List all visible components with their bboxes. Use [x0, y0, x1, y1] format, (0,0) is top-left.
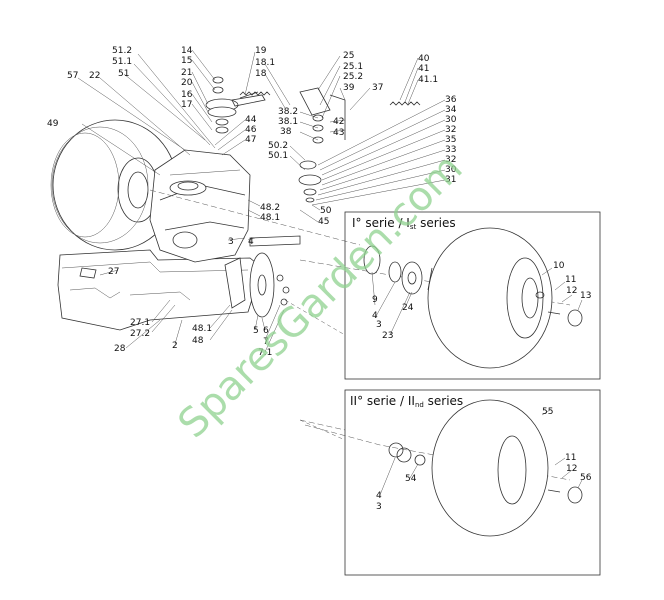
label-48-1a: 48.1	[260, 213, 280, 223]
label-12a: 12	[566, 286, 577, 296]
label-7-1: 7.1	[258, 348, 272, 358]
label-43: 43	[333, 128, 344, 138]
label-42: 42	[333, 117, 344, 127]
label-10: 10	[553, 261, 565, 271]
label-25: 25	[343, 51, 354, 61]
label-48-1b: 48.1	[192, 324, 212, 334]
label-14: 14	[181, 46, 193, 56]
label-46: 46	[245, 125, 257, 135]
label-41: 41	[418, 64, 429, 74]
leader-lines	[77, 49, 446, 353]
label-27-2: 27.2	[130, 329, 150, 339]
label-50: 50	[320, 206, 332, 216]
rear-frame	[57, 249, 263, 331]
label-23: 23	[382, 331, 393, 341]
label-35: 35	[445, 135, 456, 145]
label-22: 22	[89, 71, 100, 81]
label-39: 39	[343, 83, 355, 93]
label-51-2: 51.2	[112, 46, 132, 56]
label-3c: 3	[376, 502, 382, 512]
label-18: 18	[255, 69, 267, 79]
series-one-box	[344, 211, 601, 380]
label-2: 2	[172, 341, 178, 351]
label-13: 13	[580, 291, 591, 301]
label-27-1: 27.1	[130, 318, 150, 328]
transaxle	[149, 149, 301, 263]
label-28: 28	[114, 344, 126, 354]
label-3a: 3	[228, 237, 234, 247]
brake-disc	[224, 252, 290, 318]
label-48-2: 48.2	[260, 203, 280, 213]
label-24: 24	[402, 303, 414, 313]
label-21: 21	[181, 68, 192, 78]
label-17: 17	[181, 100, 192, 110]
label-9: 9	[372, 295, 378, 305]
label-37: 37	[372, 83, 383, 93]
label-4c: 4	[376, 491, 382, 501]
label-50-1: 50.1	[268, 151, 288, 161]
label-47: 47	[245, 135, 256, 145]
label-15: 15	[181, 56, 192, 66]
label-51-1: 51.1	[112, 57, 132, 67]
connector-one	[284, 299, 346, 336]
label-45: 45	[318, 217, 329, 227]
label-56: 56	[580, 473, 592, 483]
label-41-1: 41.1	[418, 75, 438, 85]
connector-two	[299, 419, 346, 441]
label-33: 33	[445, 145, 456, 155]
label-57: 57	[67, 71, 78, 81]
series-two-box	[344, 389, 601, 576]
label-36: 36	[445, 95, 457, 105]
label-4a: 4	[248, 237, 254, 247]
label-20: 20	[181, 78, 193, 88]
label-51: 51	[118, 69, 129, 79]
label-27: 27	[108, 267, 119, 277]
series-two-title: II° serie / IInd series	[350, 394, 463, 409]
label-19: 19	[255, 46, 267, 56]
label-31: 31	[445, 175, 456, 185]
label-16: 16	[181, 90, 193, 100]
label-55: 55	[542, 407, 553, 417]
springs	[239, 91, 421, 106]
label-30a: 30	[445, 115, 457, 125]
series-one-title: I° serie / Ist series	[352, 216, 456, 231]
part-labels: 14 15 21 20 16 17 19 18.1 18 51.2 51.1 5…	[47, 46, 592, 512]
label-38: 38	[280, 127, 292, 137]
lever-assembly	[298, 87, 346, 203]
label-44: 44	[245, 115, 257, 125]
label-5: 5	[253, 326, 259, 336]
label-11b: 11	[565, 453, 576, 463]
label-54: 54	[405, 474, 417, 484]
label-34: 34	[445, 105, 457, 115]
label-25-2: 25.2	[343, 72, 363, 82]
upper-pulley-stack	[205, 76, 266, 134]
label-4b: 4	[372, 311, 378, 321]
label-48: 48	[192, 336, 204, 346]
label-38-2: 38.2	[278, 107, 298, 117]
label-38-1: 38.1	[278, 117, 298, 127]
label-49: 49	[47, 119, 59, 129]
label-6: 6	[263, 326, 269, 336]
label-3b: 3	[376, 320, 382, 330]
label-32a: 32	[445, 125, 456, 135]
label-7: 7	[263, 337, 269, 347]
label-30b: 30	[445, 165, 457, 175]
label-50-2: 50.2	[268, 141, 288, 151]
label-32b: 32	[445, 155, 456, 165]
label-25-1: 25.1	[343, 62, 363, 72]
label-40: 40	[418, 54, 430, 64]
label-12b: 12	[566, 464, 577, 474]
label-18-1: 18.1	[255, 58, 275, 68]
label-11a: 11	[565, 275, 576, 285]
